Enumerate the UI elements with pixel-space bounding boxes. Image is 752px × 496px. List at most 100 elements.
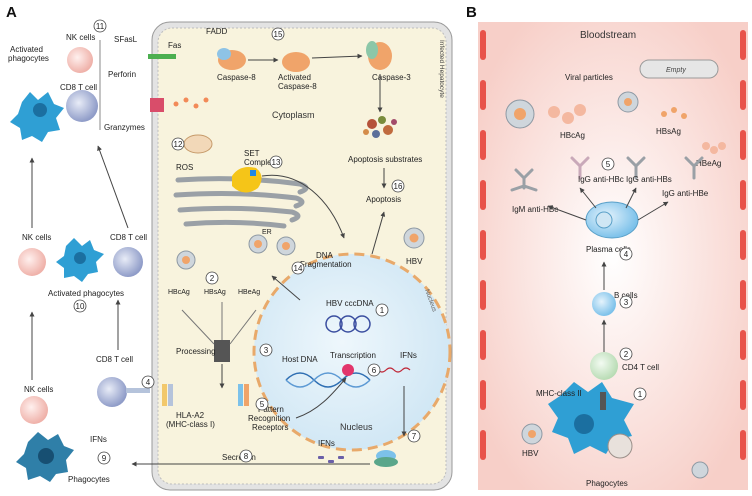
step-b-5: 5 (606, 160, 611, 169)
igg-anti-hbe-label: IgG anti-HBe (662, 189, 709, 198)
polymerase-icon (342, 364, 354, 376)
phagosome-icon (607, 433, 633, 459)
viral-particles-label: Viral particles (565, 73, 613, 82)
panel-a-step-numbers: 1 2 3 4 5 6 7 8 9 10 11 12 13 14 15 16 (76, 22, 417, 463)
empty-label: Empty (666, 67, 686, 74)
dna-fragmentation-label-2: Fragmentation (300, 260, 352, 269)
step-a-15: 15 (274, 30, 283, 39)
arrow-antigens (271, 275, 301, 301)
set-complex-label-1: SET (244, 149, 260, 158)
hbeag-b-label: HBeAg (696, 159, 721, 168)
antibody-icons (510, 156, 704, 192)
set-complex-icon (232, 167, 262, 193)
pattern-recognition-receptor-icon (238, 384, 249, 406)
hbv-virion-icon (176, 227, 425, 270)
prr-label-1: Pattern (258, 405, 284, 414)
mitochondrion-icon (183, 134, 213, 154)
proteasome-icon (214, 340, 230, 362)
step-a-4: 4 (146, 378, 151, 387)
nk-cells-top-label: NK cells (66, 33, 95, 42)
step-a-7: 7 (412, 432, 417, 441)
apoptosis-label: Apoptosis (366, 195, 401, 204)
granzymes-label: Granzymes (104, 123, 145, 132)
ifn-molecules-icon (318, 456, 344, 463)
perforin-label: Perforin (108, 70, 136, 79)
plasma-cells-label: Plasma cells (586, 245, 631, 254)
transcription-label: Transcription (330, 351, 376, 360)
mhc-class-ii-label: MHC-class II (536, 389, 582, 398)
arrow-caspase3 (311, 53, 363, 59)
fadd-label: FADD (206, 27, 228, 36)
panel-b-letter: B (466, 4, 477, 21)
phagocytes-label: Phagocytes (68, 475, 110, 484)
panel-a-step-markers (73, 19, 421, 465)
arrow-igg-hbe (637, 201, 669, 221)
step-a-3: 3 (264, 346, 269, 355)
nk-cells-mid-label: NK cells (22, 233, 51, 242)
host-dna-label: Host DNA (282, 355, 318, 364)
endoplasmic-reticulum (173, 176, 309, 229)
activated-phagocytes-mid-label: Activated phagocytes (48, 289, 124, 298)
step-b-4: 4 (624, 250, 629, 259)
b-cells-label: B cells (614, 291, 638, 300)
nk-cell-icon (67, 47, 93, 73)
vessel-wall-right (740, 30, 746, 460)
activated-phagocytes-top-label-2: phagocytes (8, 54, 49, 63)
hbcag-b-label: HBcAg (560, 131, 585, 140)
hbv-b-label: HBV (522, 449, 539, 458)
caspase-8-icon (217, 48, 246, 70)
hla-a2-label-2: (MHC-class I) (166, 420, 215, 429)
step-a-12: 12 (174, 140, 183, 149)
step-a-16: 16 (394, 182, 403, 191)
hbsag-b-label: HBsAg (656, 127, 681, 136)
hbv-b-core (528, 430, 536, 438)
set-complex-label-2: Complex (244, 158, 276, 167)
empty-particle-icon (639, 59, 719, 79)
sfasl-label: SFasL (114, 35, 138, 44)
step-b-3: 3 (624, 298, 629, 307)
nucleus-label: Nucleus (340, 422, 373, 432)
prr-label-3: Receptors (252, 423, 288, 432)
arrow-igg-hbs (625, 187, 637, 209)
b-cell-icon (592, 292, 616, 316)
arrow-igm-hbc (547, 205, 587, 221)
vessel-wall-left (480, 30, 486, 460)
cd4-t-cell-icon (590, 352, 618, 380)
caspase-3-label: Caspase-3 (372, 73, 411, 82)
activated-phagocyte-icon (10, 92, 64, 142)
cd8-t-cell-mid-icon (113, 247, 143, 277)
step-a-2: 2 (210, 274, 215, 283)
hbeag-label: HBeAg (238, 289, 260, 296)
step-a-13: 13 (272, 158, 281, 167)
step-a-1: 1 (380, 306, 385, 315)
host-dna (285, 372, 371, 388)
ifns-nucleus-label: IFNs (400, 351, 417, 360)
nk-cell-low-icon (20, 396, 48, 424)
dna-fragmentation-label-1: DNA (316, 251, 334, 260)
hbv-b-icon-2 (691, 461, 709, 479)
secretion-label: Secretion (222, 453, 256, 462)
panel-b-step-markers (601, 157, 647, 401)
bloodstream-label: Bloodstream (580, 30, 636, 41)
plasma-cell-nucleus (595, 211, 613, 229)
nk-cells-low-label: NK cells (24, 385, 53, 394)
ifns-left-label: IFNs (90, 435, 107, 444)
hla-a2-icon (162, 384, 173, 406)
hla-a2-label-1: HLA-A2 (176, 411, 205, 420)
apoptosis-substrates-icon (363, 116, 397, 138)
cd8-t-cell-icon (66, 90, 98, 122)
tcr-icon (126, 388, 150, 393)
hbeag-particle-icons (702, 142, 726, 154)
step-a-10: 10 (76, 302, 85, 311)
activated-caspase-8-label-1: Activated (278, 73, 311, 82)
hbcag-particle-icons (548, 104, 586, 124)
hbv-particle-icons (505, 91, 639, 129)
hbsag-label: HBsAg (204, 289, 226, 296)
cd4-t-cell-label: CD4 T cell (622, 363, 659, 372)
step-a-11: 11 (96, 22, 105, 31)
perforin-pore-icon (150, 98, 164, 112)
processing-label: Processing (176, 347, 216, 356)
arrow-dna-fragmentation (261, 174, 345, 239)
phagocyte-icon (16, 432, 74, 482)
prr-label-2: Recognition (248, 414, 290, 423)
